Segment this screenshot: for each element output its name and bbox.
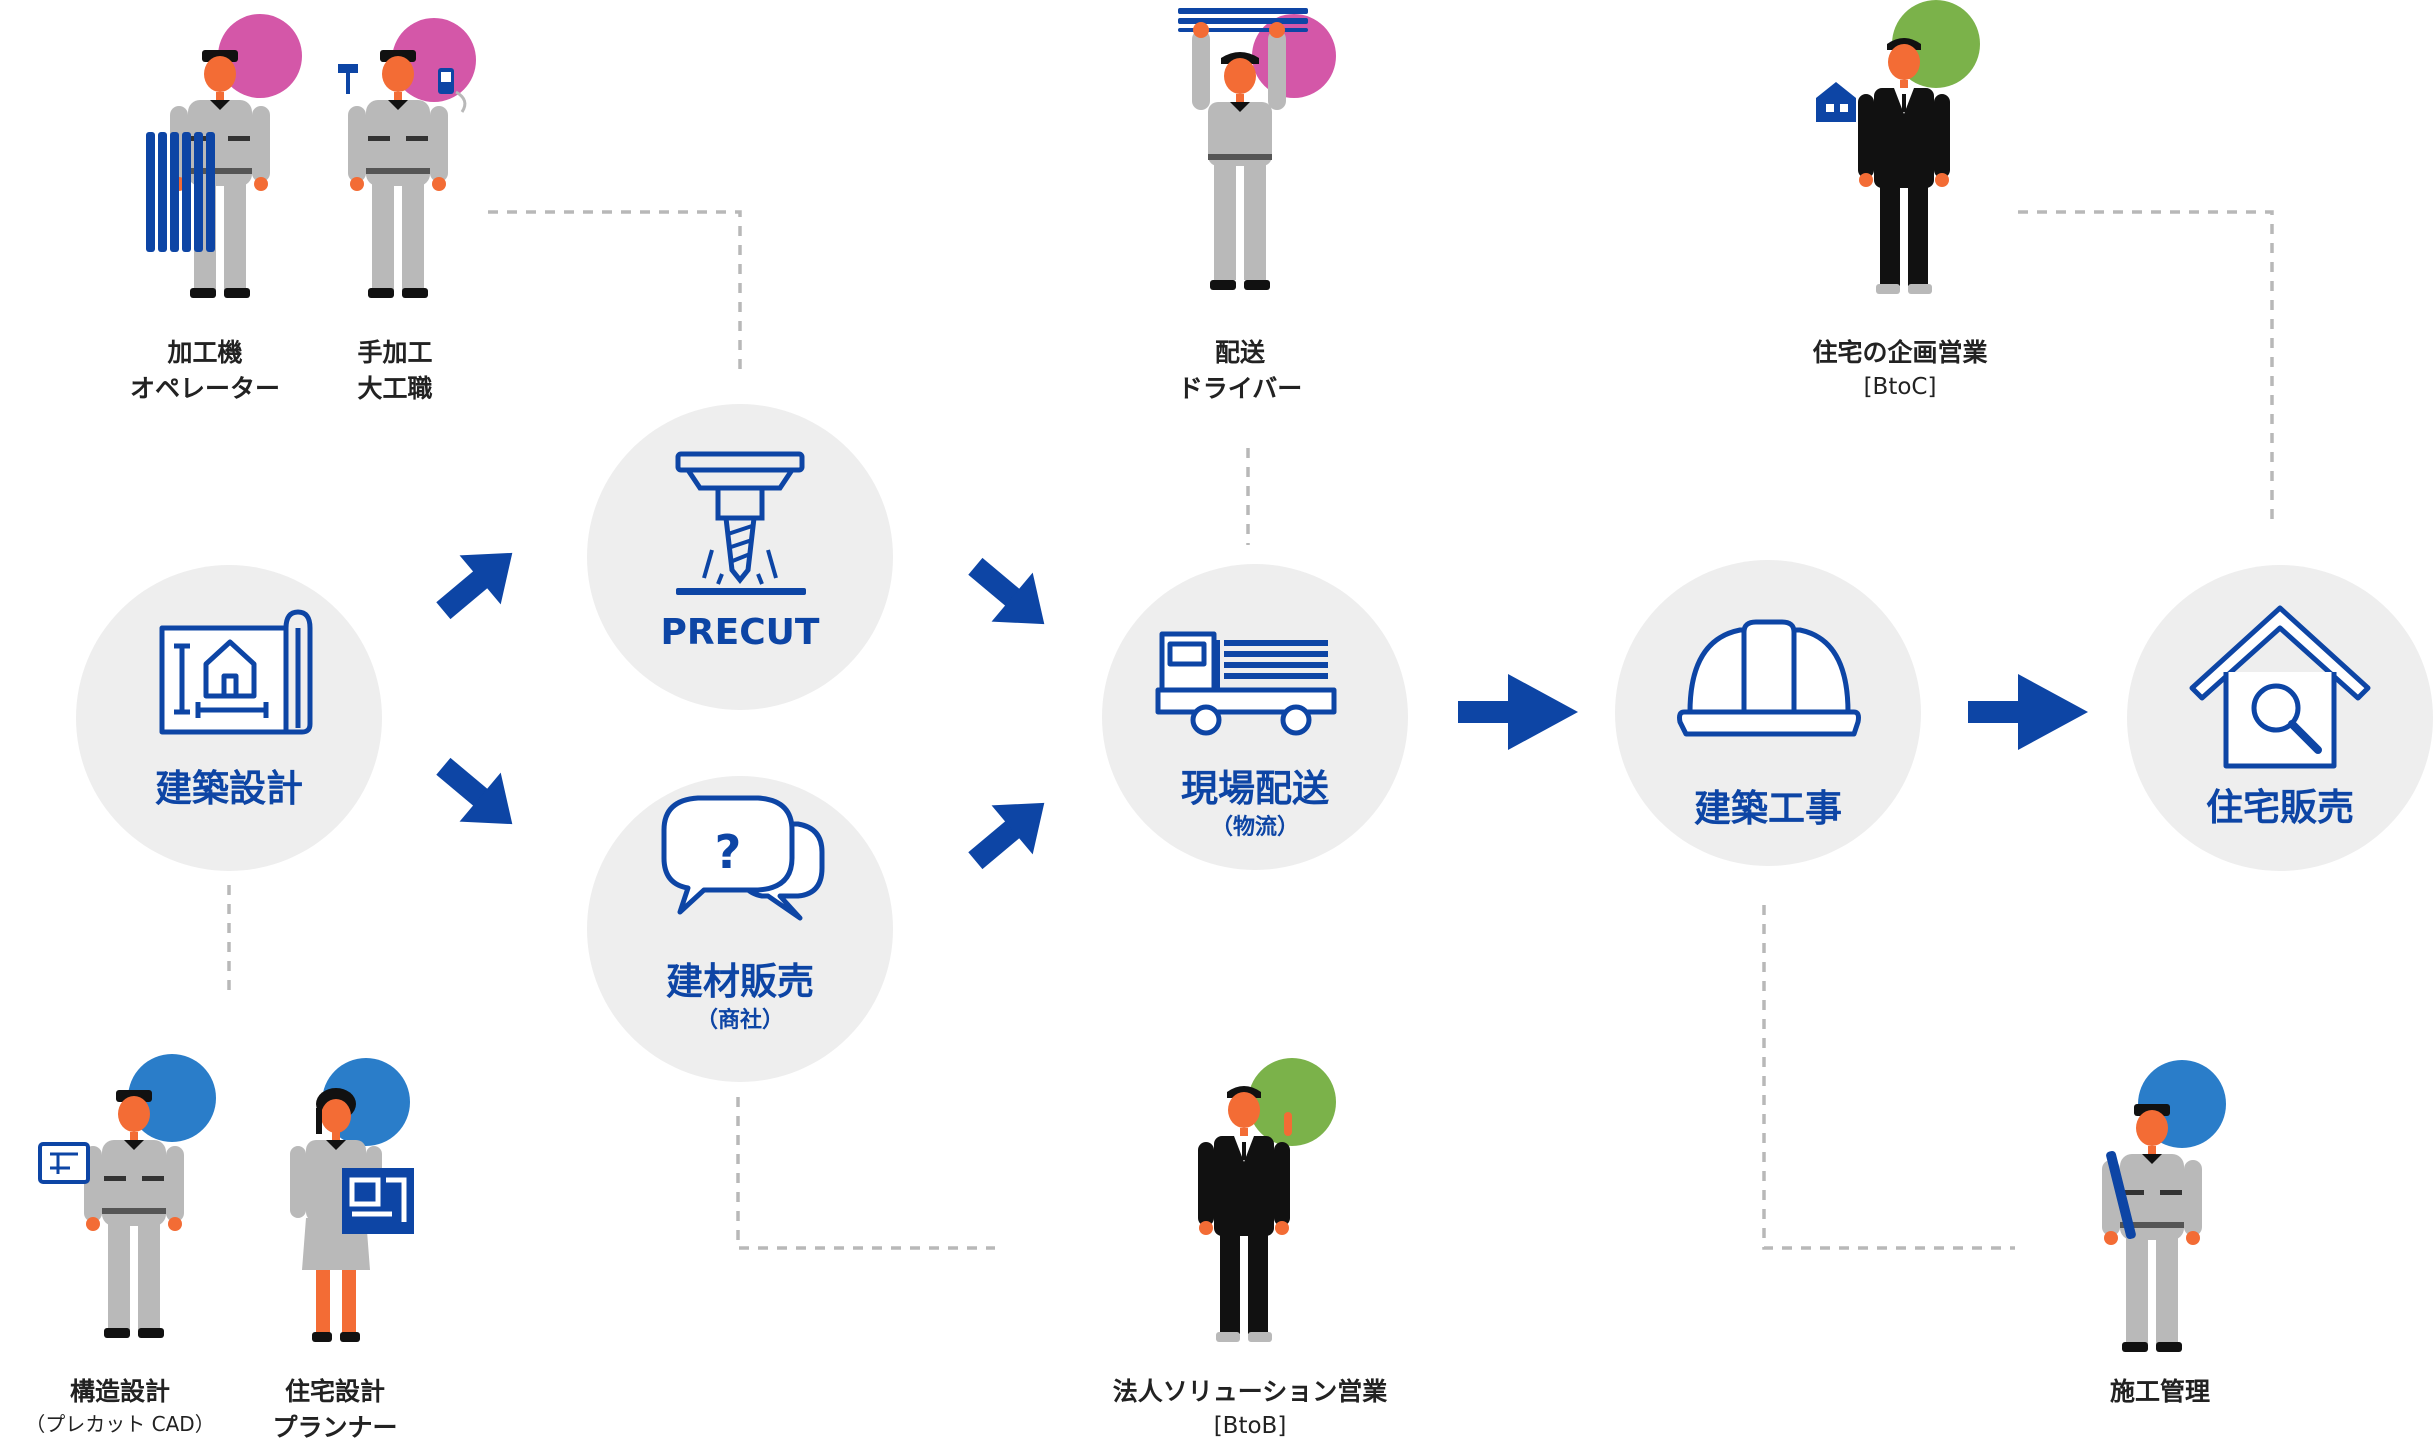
node-materials-label-layer: 建材販売 xyxy=(587,776,893,1082)
role-planning-sales: 住宅の企画営業 [BtoC] xyxy=(1812,338,1988,401)
rolled-plans-icon xyxy=(2106,1150,2136,1240)
role-carpenter: 手加工 大工職 xyxy=(357,338,433,404)
node-materials-label-layer: （商社） xyxy=(587,776,893,1082)
housing-planner-figure xyxy=(290,1088,414,1342)
arrow-construction-to-sales xyxy=(1968,674,2088,750)
tablet-drawing-icon xyxy=(38,1142,90,1184)
connector-precut-workers xyxy=(488,210,742,372)
blue-circle xyxy=(128,1054,216,1142)
phone-icon xyxy=(438,68,467,113)
corporate-sales-figure xyxy=(1198,1086,1292,1342)
node-sublabel: （商社） xyxy=(695,1008,784,1033)
node-label: PRECUT xyxy=(660,612,820,653)
role-structural-design: 構造設計 （プレカット CAD） xyxy=(25,1377,215,1437)
site-manager-figure xyxy=(2102,1104,2202,1352)
node-precut-label-layer: PRECUT xyxy=(587,404,893,710)
arrow-delivery-to-construction xyxy=(1458,674,1578,750)
arrow-precut-to-delivery xyxy=(968,557,1045,625)
green-circle xyxy=(1892,0,1980,88)
carpenter-figure xyxy=(338,50,467,298)
role-corporate-sales: 法人ソリューション営業 [BtoB] xyxy=(1112,1377,1388,1440)
node-label: 住宅販売 xyxy=(2206,786,2354,829)
role-driver: 配送 ドライバー xyxy=(1177,338,1303,404)
floorplan-icon xyxy=(342,1168,414,1234)
node-label: 建材販売 xyxy=(666,960,814,1003)
structural-design-figure xyxy=(38,1090,184,1338)
magenta-circle xyxy=(392,18,476,102)
connector-construction-manager xyxy=(1762,905,2015,1250)
node-label: 建築工事 xyxy=(1694,787,1842,830)
role-site-manager: 施工管理 xyxy=(2109,1377,2210,1406)
node-delivery-label-layer: 現場配送 xyxy=(1102,564,1408,870)
node-construction-label-layer: 建築工事 xyxy=(1615,560,1921,866)
house-model-icon xyxy=(1816,82,1856,122)
hammer-icon xyxy=(338,64,358,94)
arrow-materials-to-delivery xyxy=(968,802,1045,870)
arrow-design-to-precut xyxy=(436,552,513,620)
node-label: 現場配送 xyxy=(1181,767,1329,810)
driver-figure xyxy=(1178,8,1308,290)
magenta-circle xyxy=(1252,14,1336,98)
node-delivery[interactable] xyxy=(1102,564,1408,870)
role-housing-planner: 住宅設計 プランナー xyxy=(272,1377,398,1443)
panel-bundle-icon xyxy=(146,132,215,252)
connector-sales-planner xyxy=(2018,210,2274,528)
node-sales-label-layer: 住宅販売 xyxy=(2127,565,2433,871)
planning-sales-figure xyxy=(1816,38,1950,294)
node-sublabel: （物流） xyxy=(1210,815,1299,840)
node-design-label-layer: 建築設計 xyxy=(76,565,382,871)
green-circle xyxy=(1248,1058,1336,1146)
node-delivery-label-layer: （物流） xyxy=(1102,564,1408,870)
magenta-circle xyxy=(218,14,302,98)
operator-figure xyxy=(146,50,270,298)
blue-circle xyxy=(322,1058,410,1146)
node-label: 建築設計 xyxy=(155,767,303,810)
blue-circle xyxy=(2138,1060,2226,1148)
connector-materials-sales xyxy=(736,1097,995,1250)
carried-panels-icon xyxy=(1178,8,1308,32)
arrow-design-to-materials xyxy=(436,757,513,825)
role-operator: 加工機 オペレーター xyxy=(129,338,280,404)
